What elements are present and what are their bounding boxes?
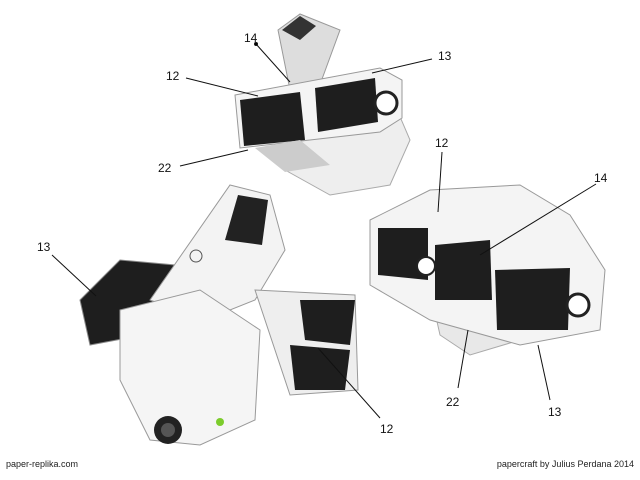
callout-left-12: 12 bbox=[380, 422, 394, 436]
footer-site: paper-replika.com bbox=[6, 459, 79, 469]
callout-top-13: 13 bbox=[438, 49, 452, 63]
callout-right-14: 14 bbox=[594, 171, 608, 185]
footer-credit: papercraft by Julius Perdana 2014 bbox=[496, 459, 634, 469]
callout-right-13: 13 bbox=[548, 405, 562, 419]
callout-right-22: 22 bbox=[446, 395, 460, 409]
leader-lines bbox=[51, 42, 597, 419]
callout-top-22: 22 bbox=[158, 161, 172, 175]
callout-right-12: 12 bbox=[435, 136, 449, 150]
right-assembly bbox=[369, 184, 606, 356]
callout-top-12: 12 bbox=[166, 69, 180, 83]
left-assembly bbox=[79, 184, 359, 446]
callout-left-13: 13 bbox=[37, 240, 51, 254]
top-assembly bbox=[234, 13, 411, 196]
callout-top-14: 14 bbox=[244, 31, 258, 45]
